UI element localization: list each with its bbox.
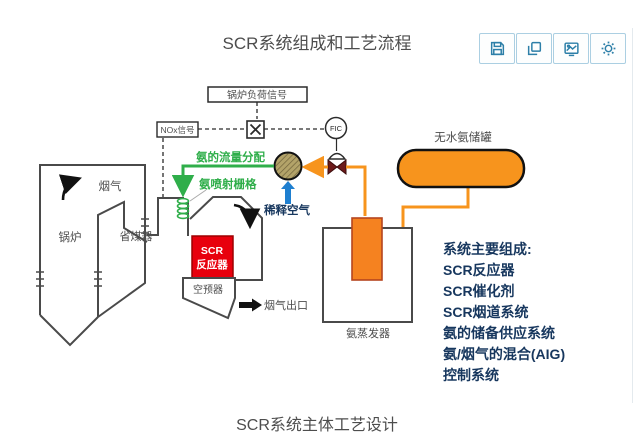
dilution-air-label: 稀释空气 (264, 203, 310, 217)
boiler-load-signal-box (207, 86, 308, 103)
nox-signal-label: NOx信号 (160, 125, 194, 135)
boiler-label: 锅炉 (59, 230, 82, 244)
ammonia-evaporator (322, 217, 413, 323)
flow-controller-label: FIC (330, 124, 343, 133)
boiler-outline (39, 164, 263, 347)
gear-icon (600, 40, 617, 57)
ammonia-air-mixer (273, 151, 303, 181)
page-title: SCR系统组成和工艺流程 (222, 34, 412, 53)
settings-button[interactable] (590, 33, 626, 64)
wall-tick-marks (36, 218, 149, 287)
copy-button[interactable] (516, 33, 552, 64)
composition-item: 氨/烟气的混合(AIG) (443, 346, 565, 362)
ammonia-flow-label: 氨的流量分配 (196, 150, 265, 164)
viewer-toolbar (479, 33, 626, 64)
page-edge-divider (632, 28, 633, 403)
nox-signal-box (156, 121, 199, 138)
scr-reactor-label-1: SCR (201, 245, 224, 257)
flue-gas-label: 烟气 (99, 179, 122, 193)
composition-item: SCR反应器 (443, 262, 516, 278)
flue-outlet-arrow (239, 298, 262, 312)
scr-reactor-label-2: 反应器 (196, 258, 228, 271)
export-image-button[interactable] (553, 33, 589, 64)
ammonia-tank-label: 无水氨储罐 (434, 130, 492, 144)
flue-gas-arrow-down (233, 203, 261, 230)
composition-heading: 系统主要组成: (443, 241, 532, 257)
composition-item: 控制系统 (443, 367, 499, 383)
control-valve (327, 152, 347, 176)
composition-list: 系统主要组成: SCR反应器 SCR催化剂 SCR烟道系统 氨的储备供应系统 氨… (443, 241, 565, 383)
dilution-air-arrow (281, 181, 295, 204)
air-preheater-label: 空预器 (193, 283, 223, 296)
save-button[interactable] (479, 33, 515, 64)
multiplier-block (246, 120, 265, 139)
air-preheater-box (182, 277, 236, 320)
scr-reactor-box (191, 235, 234, 279)
image-icon (563, 40, 580, 57)
grid-pointer-line (189, 189, 207, 202)
signal-dashed-lines (162, 102, 325, 197)
composition-item: SCR催化剂 (443, 283, 515, 299)
ammonia-grid-label: 氨喷射栅格 (199, 177, 257, 191)
economizer-label: 省煤器 (120, 230, 153, 243)
composition-item: 氨的储备供应系统 (443, 325, 555, 341)
section-title-bottom: SCR系统主体工艺设计 (236, 417, 398, 434)
boiler-load-signal-label: 锅炉负荷信号 (227, 89, 287, 102)
composition-item: SCR烟道系统 (443, 304, 529, 320)
ammonia-evaporator-label: 氨蒸发器 (346, 326, 390, 340)
copy-icon (526, 40, 543, 57)
ammonia-injection-grid-coil (176, 197, 190, 220)
flue-gas-arrow-up (58, 174, 82, 201)
flue-outlet-label: 烟气出口 (264, 298, 308, 312)
ammonia-tank (396, 148, 526, 189)
save-icon (489, 40, 506, 57)
ammonia-green-pipe (171, 164, 274, 198)
